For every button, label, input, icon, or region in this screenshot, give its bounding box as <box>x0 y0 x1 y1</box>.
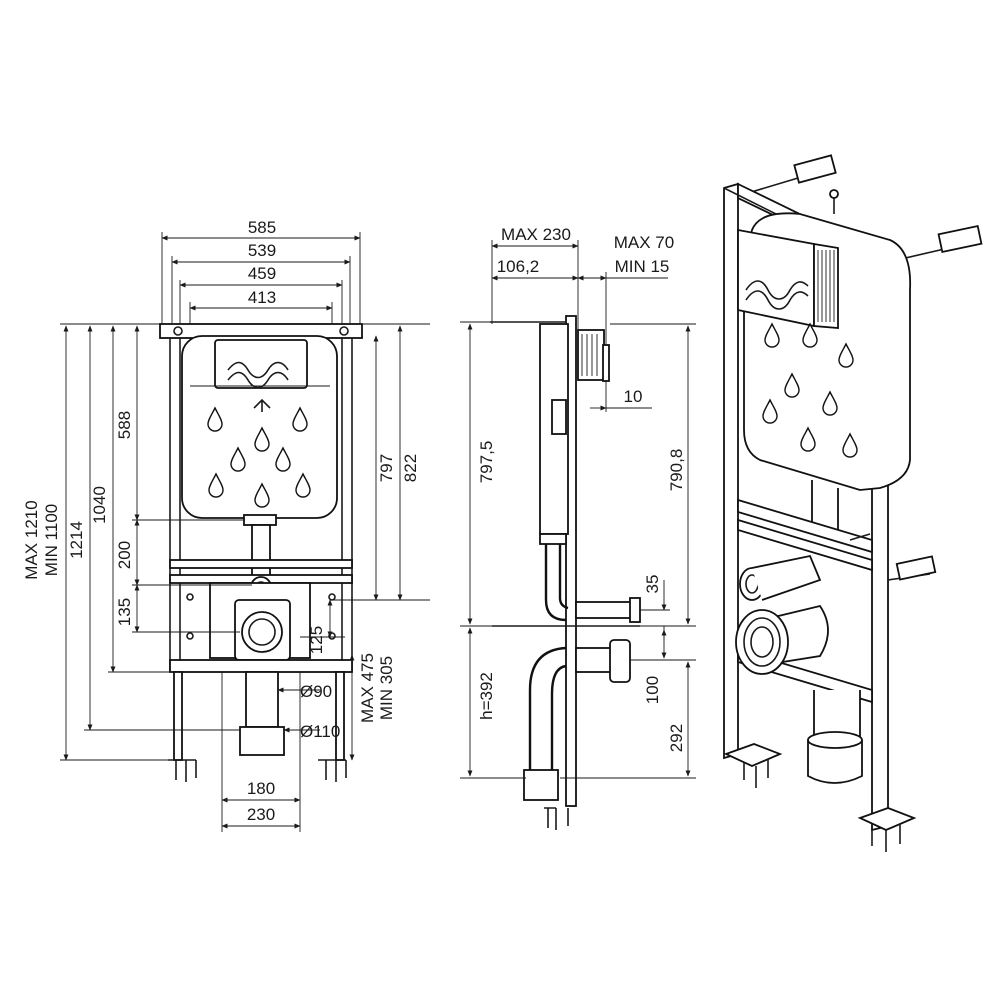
dim-min-1100: MIN 1100 <box>42 504 61 576</box>
dim-max-230: MAX 230 <box>501 225 571 244</box>
side-labels: MAX 230 106,2 MAX 70 MIN 15 10 797,5 790… <box>477 225 686 752</box>
dim-230: 230 <box>247 805 275 824</box>
front-labels: 585 539 459 413 MAX 1210 MIN 1100 1214 1… <box>22 218 420 824</box>
dim-292: 292 <box>667 724 686 752</box>
dim-35: 35 <box>643 575 662 594</box>
dim-100: 100 <box>643 676 662 704</box>
dim-588: 588 <box>115 411 134 439</box>
dim-dia-110: Ø110 <box>300 722 340 741</box>
dim-min-15: MIN 15 <box>615 257 670 276</box>
dim-413: 413 <box>248 288 276 307</box>
dim-585: 585 <box>248 218 276 237</box>
dim-135: 135 <box>115 598 134 626</box>
front-view <box>159 323 363 782</box>
dim-max-475: MAX 475 <box>358 653 377 723</box>
dim-1040: 1040 <box>90 486 109 524</box>
dim-1214: 1214 <box>67 521 86 559</box>
dim-459: 459 <box>248 264 276 283</box>
dim-max-70: MAX 70 <box>614 233 674 252</box>
dim-797: 797 <box>377 454 396 482</box>
side-view <box>490 315 641 830</box>
dim-h-392: h=392 <box>477 672 496 720</box>
dim-539: 539 <box>248 241 276 260</box>
flush-plate <box>214 339 308 389</box>
isometric-view <box>723 154 983 852</box>
dim-790-8: 790,8 <box>667 449 686 492</box>
front-dimensions <box>60 232 430 832</box>
frame-profile <box>565 315 577 807</box>
dim-797-5: 797,5 <box>477 441 496 484</box>
dim-10: 10 <box>624 387 643 406</box>
dim-822: 822 <box>401 454 420 482</box>
dim-106-2: 106,2 <box>497 257 540 276</box>
dim-min-305: MIN 305 <box>377 656 396 720</box>
dim-dia-90: Ø90 <box>300 682 332 701</box>
side-dimensions <box>460 240 696 779</box>
dim-200: 200 <box>115 541 134 569</box>
dim-180: 180 <box>247 779 275 798</box>
dim-max-1210: MAX 1210 <box>22 500 41 579</box>
dim-125: 125 <box>307 626 326 654</box>
